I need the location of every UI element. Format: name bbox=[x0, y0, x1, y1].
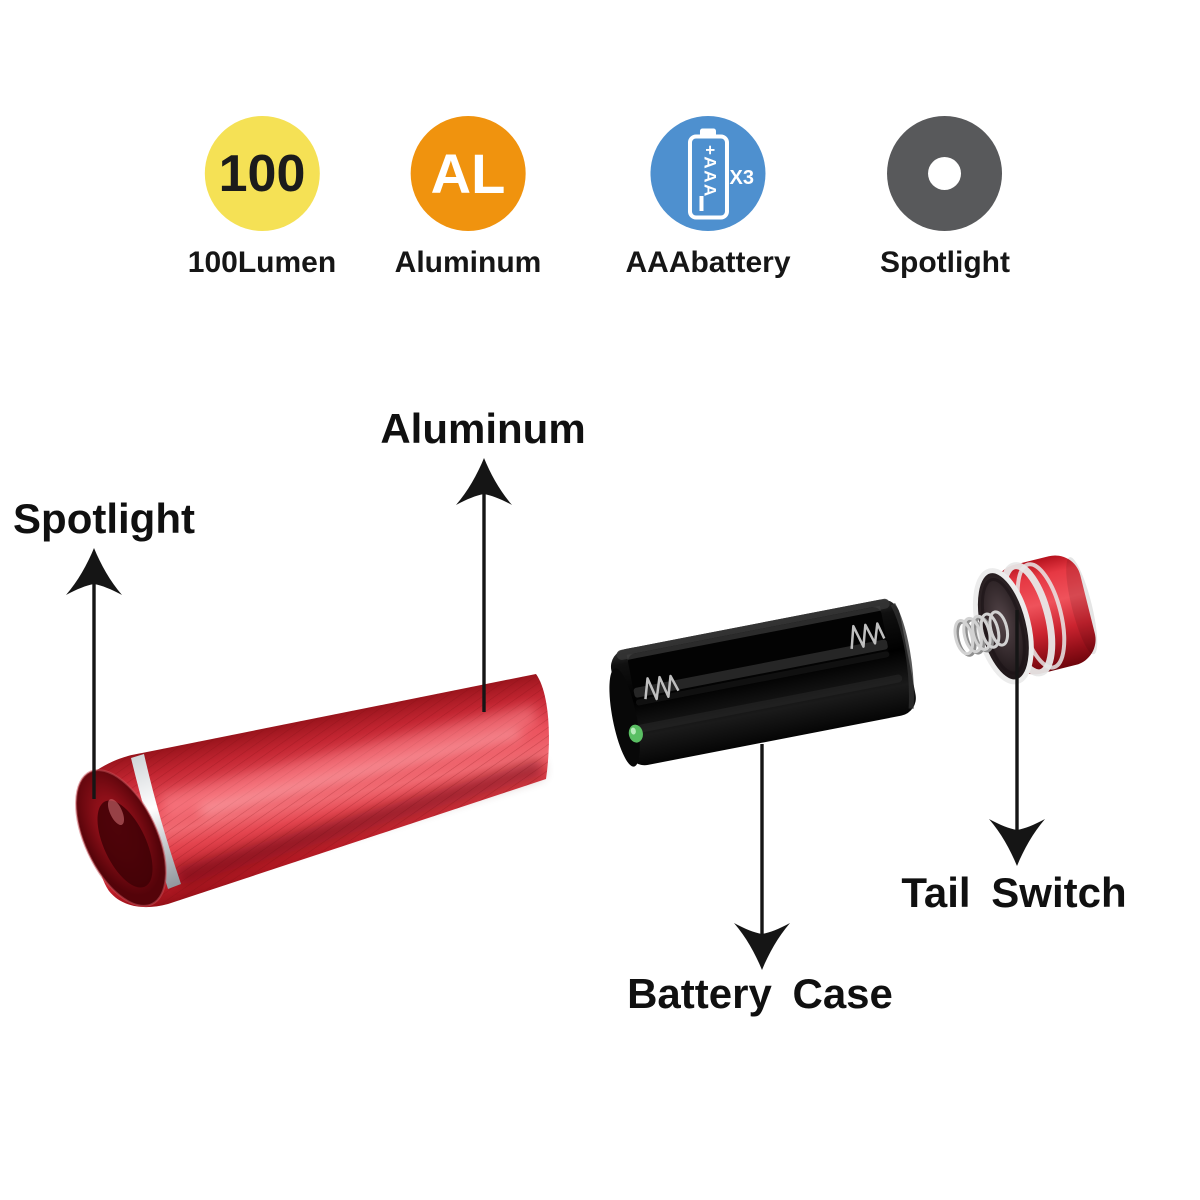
feature-label-aluminum: Aluminum bbox=[394, 246, 542, 279]
aluminum-badge-text: AL bbox=[430, 142, 506, 205]
callout-battery-case-label: Battery Case bbox=[627, 970, 893, 1017]
feature-label-spotlight: Spotlight bbox=[880, 246, 1010, 279]
callout-spotlight-label: Spotlight bbox=[13, 495, 195, 542]
feature-battery: +AAA X3 AAAbattery bbox=[625, 116, 791, 280]
feature-label-battery: AAAbattery bbox=[625, 246, 791, 279]
lumen-badge-text: 100 bbox=[218, 144, 306, 203]
spotlight-donut-hole bbox=[928, 157, 962, 190]
feature-label-lumen: 100Lumen bbox=[187, 246, 337, 279]
battery-spring-left bbox=[644, 674, 680, 701]
lumen-badge-icon: 100 bbox=[204, 116, 320, 231]
feature-lumen: 100 100Lumen bbox=[188, 116, 336, 280]
aluminum-badge-icon: AL bbox=[410, 116, 526, 231]
battery-polarity-text: +AAA bbox=[701, 145, 720, 198]
callout-tail-switch-label: Tail Switch bbox=[901, 869, 1127, 916]
battery-spring-right bbox=[850, 622, 886, 649]
feature-aluminum: AL Aluminum bbox=[394, 116, 542, 280]
flashlight-body-photo bbox=[75, 674, 549, 908]
tail-spring bbox=[953, 610, 1010, 657]
battery-count-text: X3 bbox=[730, 167, 754, 189]
battery-case-photo bbox=[609, 598, 916, 767]
tail-cap-photo bbox=[953, 555, 1098, 685]
spotlight-donut-icon bbox=[887, 116, 1003, 231]
battery-minus-mark bbox=[699, 196, 704, 211]
feature-spotlight: Spotlight bbox=[880, 116, 1010, 280]
flashlight-silver-ring bbox=[131, 754, 181, 889]
callout-aluminum-label: Aluminum bbox=[380, 405, 586, 452]
flashlight-lens bbox=[97, 800, 153, 888]
aaa-battery-icon: +AAA X3 bbox=[650, 116, 766, 231]
callout-arrows bbox=[66, 458, 1045, 970]
